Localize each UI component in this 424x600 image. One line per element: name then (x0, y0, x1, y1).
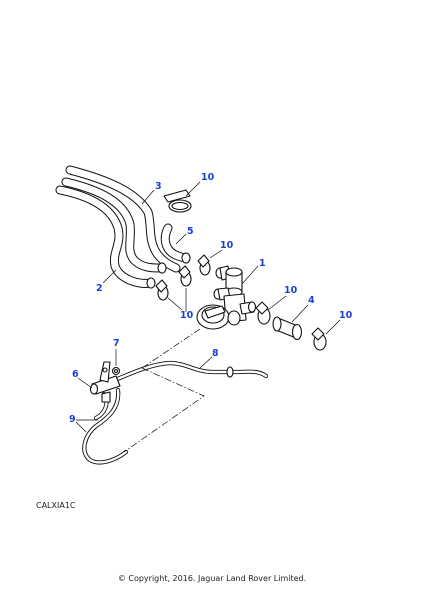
callout-10-lower: 10 (180, 310, 194, 321)
hose-clip-a (155, 279, 169, 301)
hose-clip-b (178, 265, 192, 287)
callout-labels: 1 2 3 4 5 6 7 8 9 10 10 10 10 10 (69, 172, 353, 425)
assembly-dash-lines (123, 328, 205, 453)
copyright-notice: © Copyright, 2016. Jaguar Land Rover Lim… (117, 574, 307, 583)
hose-part-3 (61, 165, 181, 273)
hose-ends (146, 262, 167, 289)
callout-10-right: 10 (284, 285, 298, 296)
pipe-part-9 (82, 387, 129, 465)
hose-part-2 (55, 185, 155, 288)
hose-segment-part-4 (272, 316, 303, 341)
callout-1: 1 (259, 258, 266, 269)
leader-lines (75, 181, 341, 433)
hose-clip-c (197, 254, 211, 276)
callout-8: 8 (212, 348, 219, 359)
hose-clip-e (311, 327, 327, 351)
hose-clip-top (163, 189, 192, 213)
callout-10-far-right: 10 (339, 310, 353, 321)
diagram-code: CALXIA1C (36, 501, 76, 510)
bolt-part-7 (111, 366, 121, 376)
callout-6: 6 (72, 369, 79, 380)
hose-part-5 (160, 223, 191, 264)
callout-5: 5 (187, 226, 194, 237)
pipe-part-8 (107, 360, 269, 385)
callout-10-upper: 10 (220, 240, 234, 251)
callout-2: 2 (96, 283, 103, 294)
control-valve-part-1 (196, 265, 257, 330)
callout-4: 4 (308, 295, 315, 306)
hose-clip-d (255, 301, 271, 325)
callout-9: 9 (69, 414, 76, 425)
callout-3: 3 (155, 181, 162, 192)
t-piece-part-6 (89, 361, 121, 403)
callout-7: 7 (113, 338, 120, 349)
callout-10-top: 10 (201, 172, 215, 183)
